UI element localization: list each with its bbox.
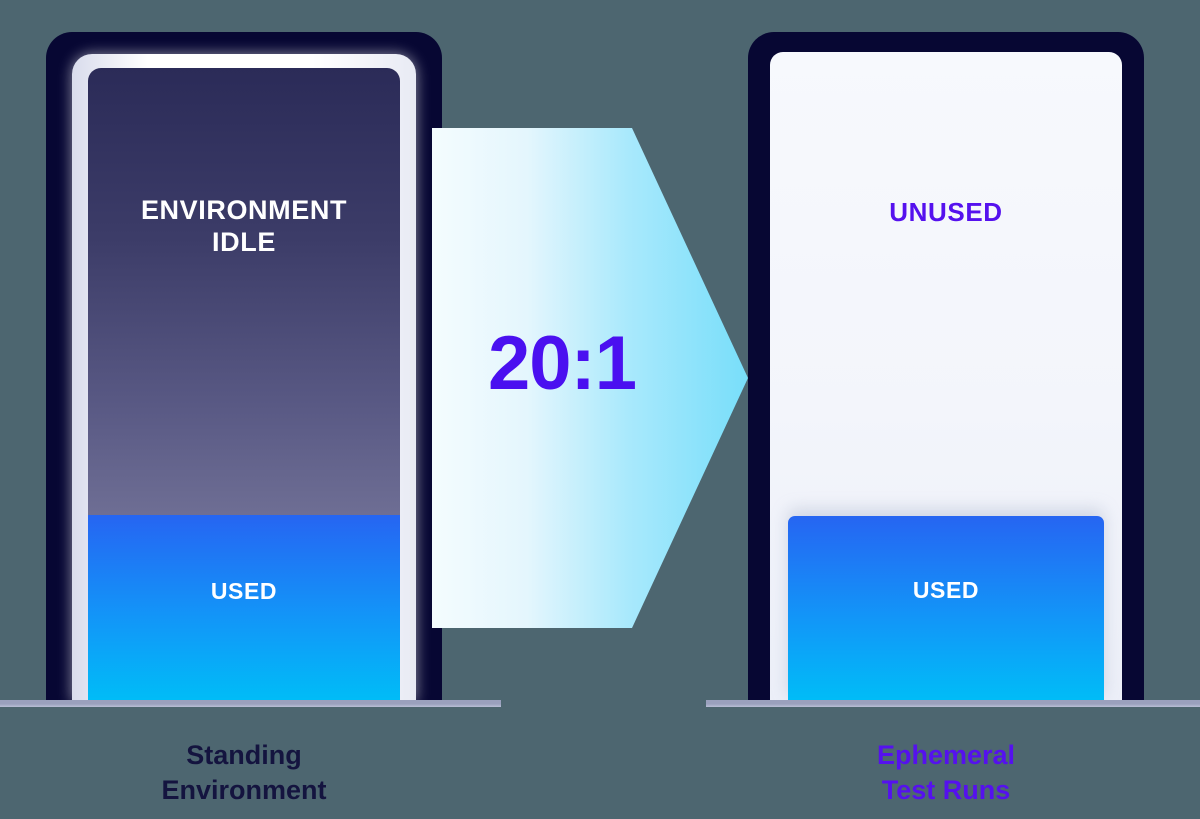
environment-idle-segment: ENVIRONMENT IDLE xyxy=(88,68,400,515)
standing-used-segment: USED xyxy=(88,514,400,702)
standing-environment-screen: ENVIRONMENT IDLE USED xyxy=(88,68,400,702)
standing-environment-caption: Standing Environment xyxy=(161,740,327,805)
environment-idle-label: ENVIRONMENT IDLE xyxy=(140,195,348,258)
ephemeral-screen: UNUSED USED xyxy=(770,52,1122,702)
standing-environment-column: ENVIRONMENT IDLE USED xyxy=(46,32,442,702)
ephemeral-used-segment: USED xyxy=(788,516,1104,702)
standing-used-label: USED xyxy=(210,577,278,604)
ground-line-left xyxy=(0,700,501,707)
chevron-right-icon xyxy=(432,128,748,628)
ephemeral-test-runs-column: UNUSED USED xyxy=(748,32,1144,702)
ephemeral-unused-segment: UNUSED xyxy=(770,52,1122,514)
ephemeral-unused-label: UNUSED xyxy=(889,197,1003,228)
ephemeral-test-runs-caption: Ephemeral Test Runs xyxy=(876,740,1016,805)
ephemeral-used-label: USED xyxy=(912,576,980,603)
ratio-value: 20:1 xyxy=(487,321,637,406)
ground-line-right xyxy=(706,700,1200,707)
ratio-arrow: 20:1 xyxy=(432,128,748,628)
